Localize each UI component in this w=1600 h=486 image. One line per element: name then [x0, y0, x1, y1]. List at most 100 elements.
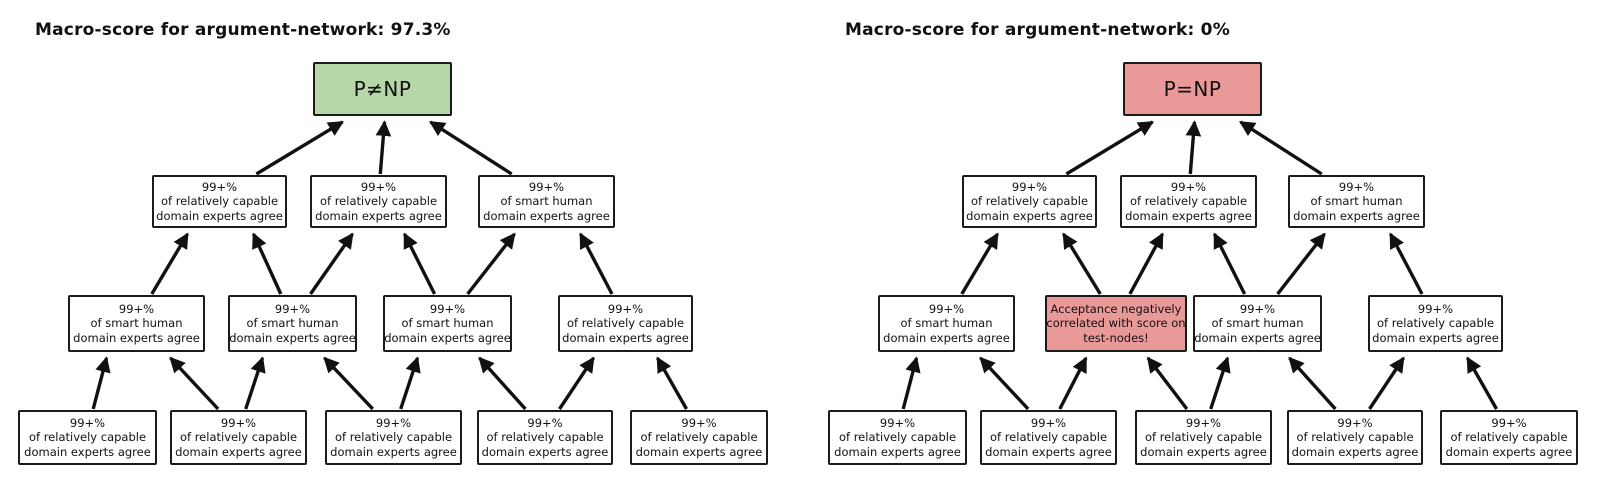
node-text-line: 99+%: [528, 179, 565, 194]
node-text-line: of relatively capable: [334, 430, 453, 445]
edge-arrow: [323, 356, 375, 411]
node-text-line: P≠NP: [353, 77, 412, 101]
node-text-line: 99+%: [220, 415, 257, 430]
node-text-line: domain experts agree: [483, 208, 610, 223]
node-text-line: of relatively capable: [970, 194, 1089, 209]
edge-arrow: [150, 232, 189, 295]
node-text-line: domain experts agree: [384, 330, 511, 345]
edge-arrow: [1128, 232, 1164, 295]
node-text-line: domain experts agree: [562, 330, 689, 345]
node-text-line: domain experts agree: [24, 444, 151, 459]
edge-arrow: [1212, 232, 1247, 295]
edge-arrow: [1239, 120, 1323, 176]
node-text-line: 99+%: [360, 179, 397, 194]
node-text-line: domain experts agree: [1291, 444, 1419, 459]
macro-score-title: Macro-score for argument-network: 0%: [845, 20, 1230, 40]
node-text-line: 99+%: [429, 301, 466, 316]
edge-arrow: [375, 120, 392, 175]
node-text-line: of smart human: [246, 316, 339, 331]
edge-arrow: [1146, 356, 1189, 411]
edge-arrow: [1058, 356, 1088, 410]
node-text-line: domain experts agree: [1140, 444, 1267, 459]
node-text-line: of smart human: [500, 194, 593, 209]
edge-arrow: [169, 356, 220, 411]
node-text-line: correlated with score on: [1046, 316, 1186, 331]
node-text-line: domain experts agree: [315, 208, 442, 223]
node-text-line: domain experts agree: [635, 444, 763, 459]
edge-arrow: [1388, 232, 1424, 295]
node-text-line: of relatively capable: [28, 430, 147, 445]
edge-arrow: [558, 356, 595, 410]
node-text-line: 99+%: [1011, 179, 1048, 194]
edge-arrow: [901, 356, 921, 410]
node-text-line: domain experts agree: [73, 330, 200, 345]
edge-arrow: [466, 232, 516, 296]
argument-network-panel-right: Macro-score for argument-network: 0% P=N…: [810, 0, 1600, 486]
node-text-line: of relatively capable: [319, 194, 438, 209]
node-text-line: of smart human: [90, 316, 183, 331]
edge-arrow: [255, 120, 344, 176]
node-text-line: P=NP: [1163, 77, 1222, 101]
node-text-line: domain experts agree: [330, 444, 457, 459]
node-text-line: 99+%: [201, 179, 238, 194]
node-text-line: 99+%: [1338, 179, 1375, 194]
node-top: P≠NP: [313, 62, 452, 116]
node-text-line: 99+%: [1170, 179, 1207, 194]
node-text-line: 99+%: [118, 301, 155, 316]
edges-layer: [901, 120, 1498, 411]
node-text-line: 99+%: [375, 415, 412, 430]
node-text-line: domain experts agree: [1125, 208, 1252, 223]
node-text-line: domain experts agree: [966, 208, 1093, 223]
node-text-line: of relatively capable: [179, 430, 298, 445]
node-text-line: 99+%: [681, 415, 717, 430]
edge-arrow: [960, 232, 999, 295]
node-text-line: domain experts agree: [834, 444, 961, 459]
edge-arrow: [91, 356, 111, 410]
edge-arrow: [309, 232, 354, 295]
node-text-line: of relatively capable: [1144, 430, 1263, 445]
node-text-line: domain experts agree: [156, 208, 283, 223]
edge-arrow: [429, 120, 513, 176]
node-text-line: 99+%: [928, 301, 965, 316]
edge-arrow: [1288, 356, 1337, 411]
edge-arrow: [979, 356, 1030, 411]
edge-arrow: [251, 232, 283, 295]
macro-score-title: Macro-score for argument-network: 97.3%: [35, 20, 451, 40]
node-text-line: domain experts agree: [1372, 330, 1499, 345]
edge-arrow: [1065, 120, 1154, 176]
node-text-line: of relatively capable: [1450, 430, 1568, 445]
node-text-line: of smart human: [900, 316, 993, 331]
node-text-line: of relatively capable: [1129, 194, 1248, 209]
edge-arrow: [1276, 232, 1326, 296]
edge-arrow: [1185, 120, 1202, 175]
node-text-line: of smart human: [401, 316, 494, 331]
node-text-line: of relatively capable: [1296, 430, 1414, 445]
edge-arrow: [656, 356, 688, 410]
node-text-line: test-nodes!: [1083, 330, 1149, 345]
node-text-line: 99+%: [1417, 301, 1454, 316]
node-text-line: of smart human: [1310, 194, 1403, 209]
edge-arrow: [1062, 232, 1102, 295]
node-text-line: 99+%: [1337, 415, 1373, 430]
argument-network-panel-left: Macro-score for argument-network: 97.3% …: [18, 20, 768, 465]
node-text-line: 99+%: [1030, 415, 1067, 430]
edge-arrow: [244, 356, 266, 410]
edge-arrow: [478, 356, 527, 411]
node-text-line: domain experts agree: [883, 330, 1010, 345]
